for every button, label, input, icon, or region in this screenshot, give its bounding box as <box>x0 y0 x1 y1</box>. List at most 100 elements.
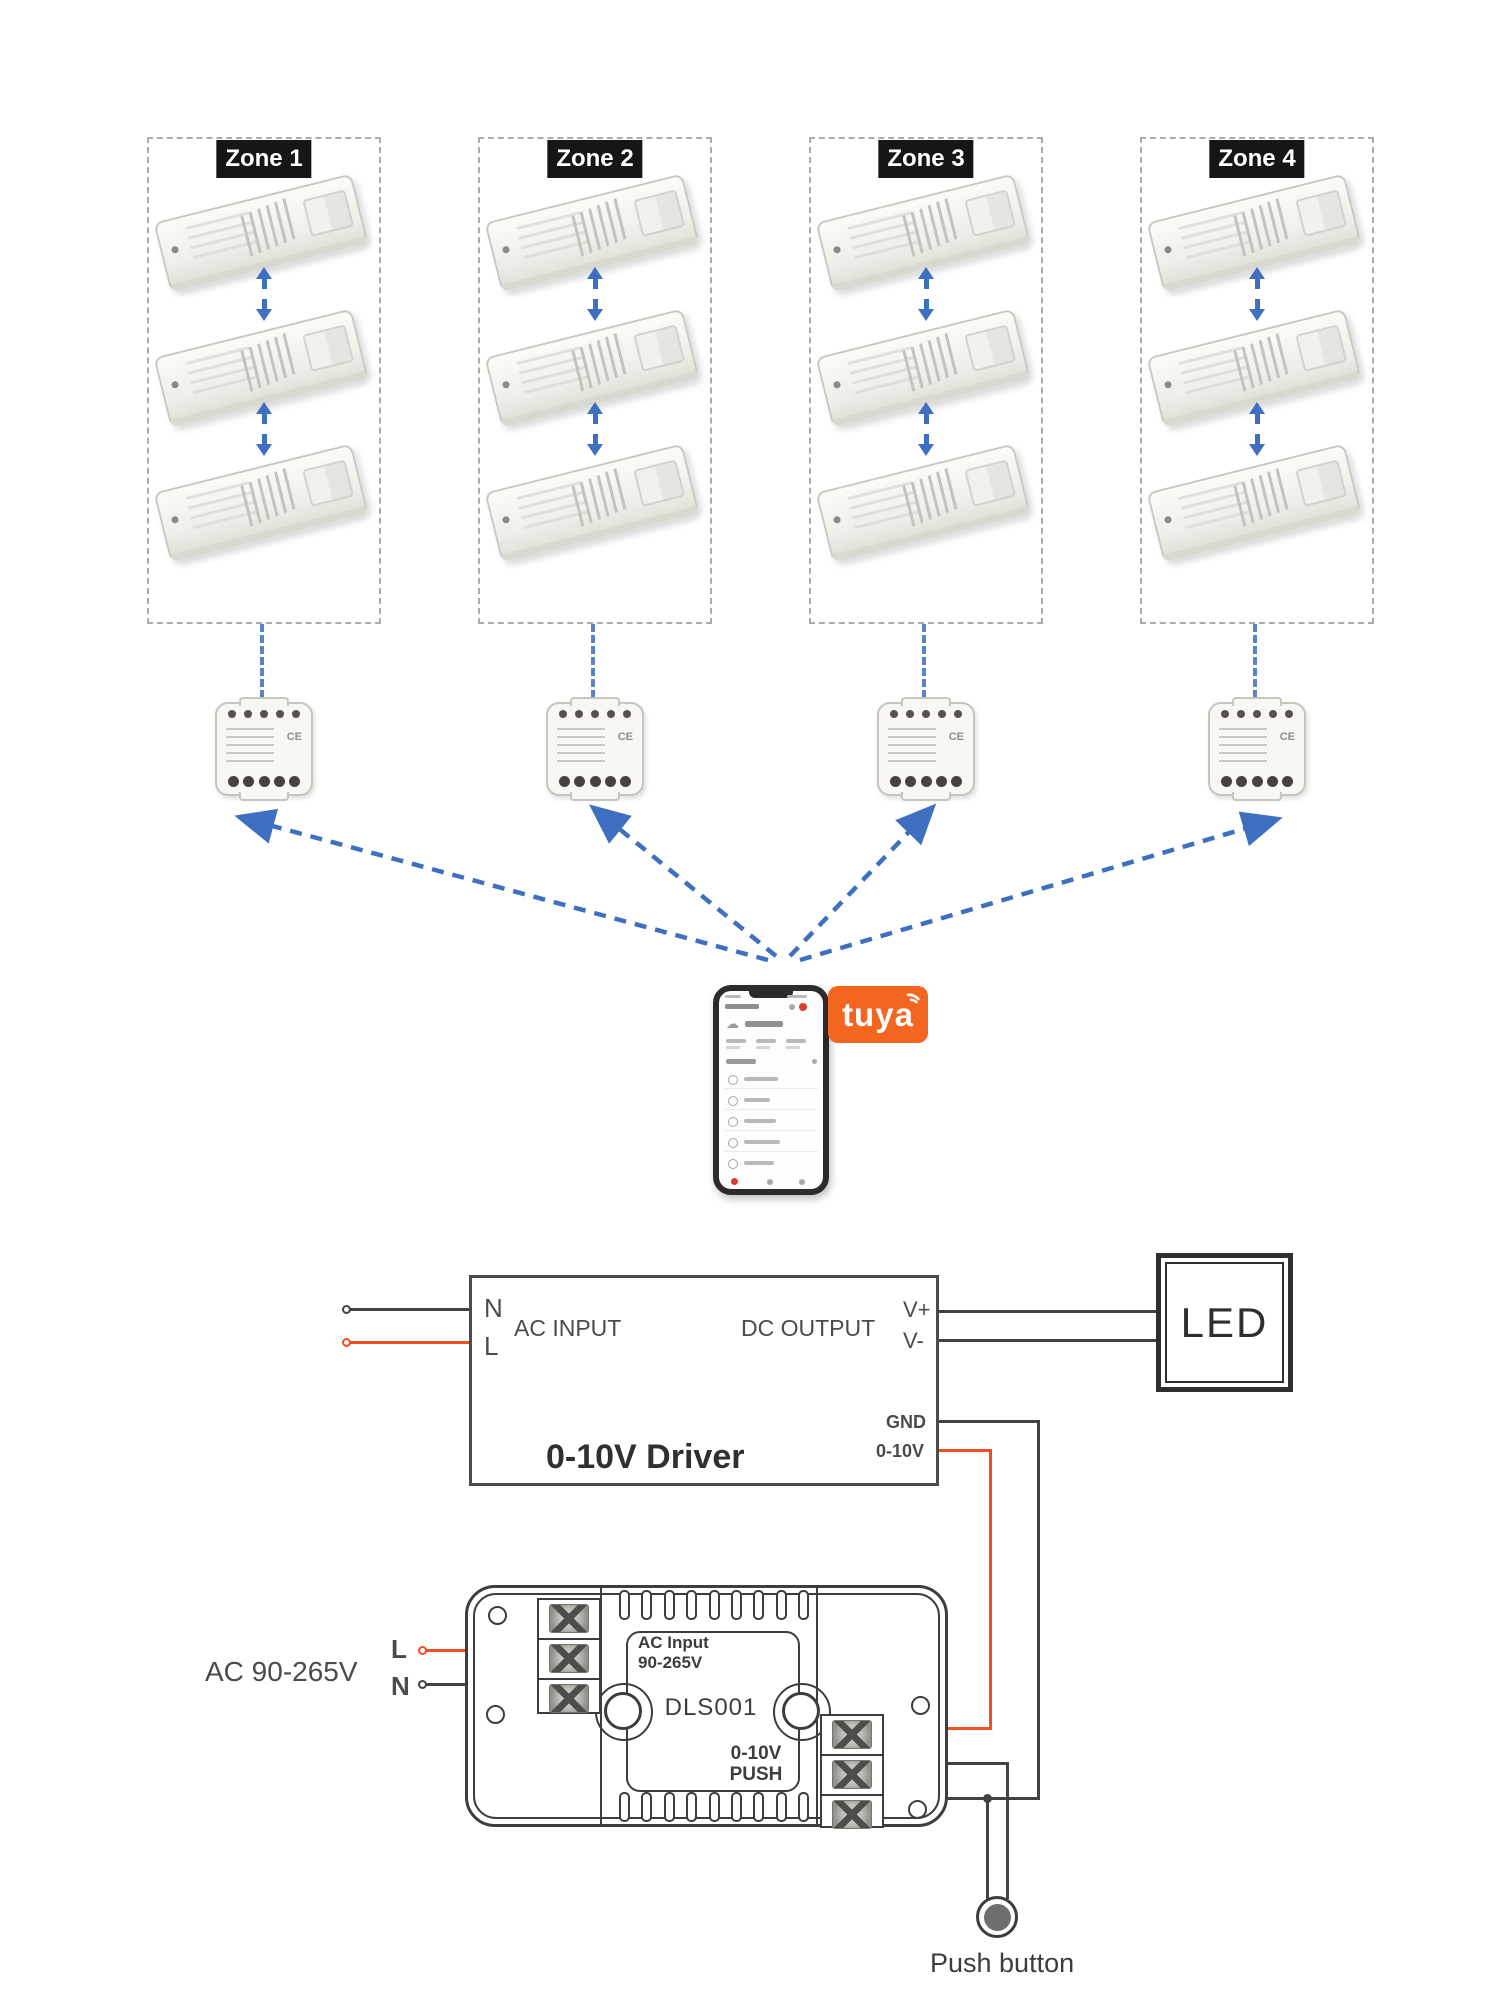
terminal-block <box>302 324 355 372</box>
vent-grille <box>571 466 631 527</box>
terminal-block <box>964 189 1017 237</box>
ce-mark: CE <box>617 731 633 743</box>
led-driver-device <box>1146 443 1362 563</box>
vent-slots <box>619 1792 809 1822</box>
controller-push-label: PUSH <box>729 1764 783 1785</box>
controller-ac-range-label: 90-265V <box>638 1653 703 1672</box>
vent-grille <box>1233 466 1293 527</box>
phone-notch <box>749 990 793 998</box>
device-list-icon <box>728 1117 738 1127</box>
nav-profile-icon <box>799 1179 805 1185</box>
dimmer-module: CE <box>215 697 313 801</box>
weather-cloud-icon: ☁ <box>726 1016 739 1031</box>
vent-grille <box>1233 196 1293 257</box>
driver-l-terminal-label: L <box>484 1331 499 1361</box>
terminal-screw <box>549 1644 589 1673</box>
zone-label: Zone 2 <box>547 140 643 178</box>
zone-module-link <box>260 624 264 698</box>
terminal-screw <box>832 1800 872 1829</box>
input-terminal-block <box>537 1598 601 1714</box>
signal-icon <box>906 993 920 1004</box>
screw-dot <box>170 515 180 525</box>
terminal-block <box>1295 189 1348 237</box>
sync-arrow-icon <box>256 267 272 321</box>
screw-dot <box>832 515 842 525</box>
output-terminal-block <box>820 1714 884 1829</box>
dls001-controller: AC Input 90-265V DLS001 0-10V PUSH <box>465 1585 948 1829</box>
screw-dot <box>501 245 511 255</box>
terminal-block <box>633 189 686 237</box>
terminal-block <box>302 459 355 507</box>
sync-arrow-icon <box>1249 267 1265 321</box>
device-list-icon <box>728 1159 738 1169</box>
terminal-cell <box>822 1760 882 1796</box>
led-box: LED <box>1156 1253 1293 1392</box>
tuya-wordmark: tuya <box>842 995 914 1033</box>
terminal-block <box>633 324 686 372</box>
vent-grille <box>240 196 300 257</box>
screw-dot <box>832 380 842 390</box>
gnd-wire <box>1037 1420 1040 1800</box>
dc-output-label: DC OUTPUT <box>741 1315 876 1341</box>
module-label-print <box>888 728 936 762</box>
mount-hole <box>782 1692 820 1730</box>
vent-grille <box>240 331 300 392</box>
push-wire <box>986 1797 989 1899</box>
push-wire <box>1006 1762 1009 1899</box>
push-button <box>976 1896 1018 1938</box>
dimmer-module: CE <box>546 697 644 801</box>
vent-grille <box>902 466 962 527</box>
terminal-block <box>1295 459 1348 507</box>
driver-title: 0-10V Driver <box>546 1438 745 1476</box>
sync-arrow-icon <box>587 402 603 456</box>
v-minus-wire <box>939 1339 1156 1342</box>
nav-home-icon <box>731 1178 738 1185</box>
controller-inner-border <box>473 1593 940 1819</box>
controller-model-label: DLS001 <box>664 1694 758 1721</box>
controller-ac-input-label: AC Input <box>638 1633 709 1652</box>
corner-screw-hole <box>488 1606 507 1625</box>
wire-junction-dot <box>983 1794 992 1803</box>
sync-arrow-icon <box>1249 402 1265 456</box>
push-button-label: Push button <box>930 1948 1075 1978</box>
source-l-label: L <box>391 1634 407 1664</box>
terminal-cell <box>539 1684 599 1720</box>
mount-hole <box>604 1692 642 1730</box>
terminal-block <box>1295 324 1348 372</box>
terminal-cell <box>822 1800 882 1836</box>
terminal-screw <box>549 1604 589 1633</box>
zone-box-3: Zone 3 <box>809 137 1043 624</box>
ce-mark: CE <box>1279 731 1295 743</box>
tuya-logo: tuya <box>828 986 928 1043</box>
vent-grille <box>240 466 300 527</box>
v-minus-label: V- <box>903 1328 924 1353</box>
driver-n-terminal-label: N <box>484 1293 503 1323</box>
led-label: LED <box>1180 1298 1269 1346</box>
l-wire <box>350 1341 469 1344</box>
screw-dot <box>1163 380 1173 390</box>
v-plus-wire <box>939 1310 1156 1313</box>
zone-box-1: Zone 1 <box>147 137 381 624</box>
terminal-screw <box>549 1684 589 1713</box>
led-box-inner-border <box>1165 1262 1284 1383</box>
zone-box-2: Zone 2 <box>478 137 712 624</box>
ce-mark: CE <box>286 731 302 743</box>
device-list-icon <box>728 1138 738 1148</box>
led-driver-device <box>815 443 1031 563</box>
dim-signal-wire <box>939 1449 992 1452</box>
terminal-cell <box>539 1644 599 1680</box>
ce-mark: CE <box>948 731 964 743</box>
terminal-screw <box>832 1720 872 1749</box>
device-list-icon <box>728 1096 738 1106</box>
sync-arrow-icon <box>918 402 934 456</box>
sync-arrow-icon <box>918 267 934 321</box>
zero-ten-v-label: 0-10V <box>876 1441 925 1461</box>
screw-dot <box>170 380 180 390</box>
terminal-screw <box>832 1760 872 1789</box>
wireless-link-arrows-icon <box>234 803 1283 963</box>
dim-signal-wire <box>989 1449 992 1730</box>
terminal-block <box>633 459 686 507</box>
module-label-print <box>226 728 274 762</box>
device-list-icon <box>728 1075 738 1085</box>
